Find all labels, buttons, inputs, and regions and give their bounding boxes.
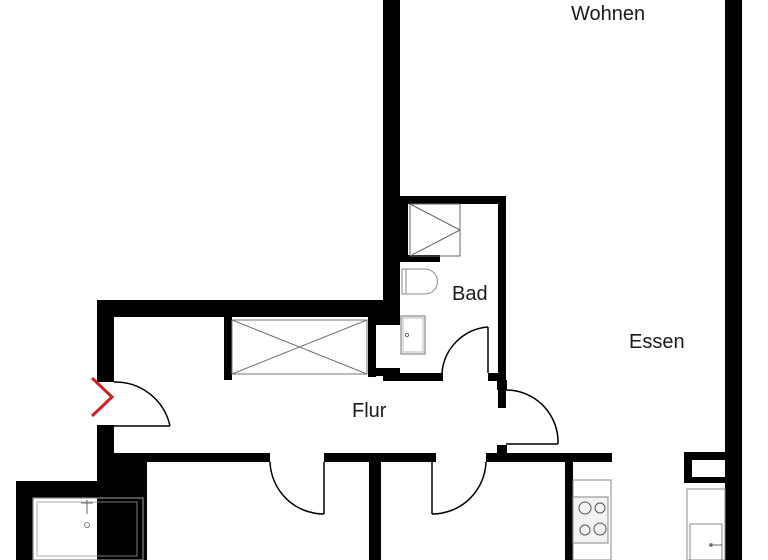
- room-label-flur: Flur: [352, 400, 387, 422]
- toilet-fixture: [401, 268, 438, 295]
- sink-fixture: [400, 315, 426, 355]
- room-label-wohnen: Wohnen: [571, 3, 646, 25]
- doors: [113, 326, 559, 515]
- storage-closet: [231, 319, 368, 375]
- entrance-chevron-icon: [90, 376, 115, 418]
- bathtub-fixture: [32, 497, 144, 560]
- shower-fixture: [409, 203, 461, 257]
- kitchen-stove: [572, 479, 612, 560]
- room-label-essen: Essen: [629, 331, 685, 353]
- walls: [16, 0, 742, 560]
- room-label-bad: Bad: [452, 283, 488, 305]
- cabinet-fixture: [686, 488, 726, 560]
